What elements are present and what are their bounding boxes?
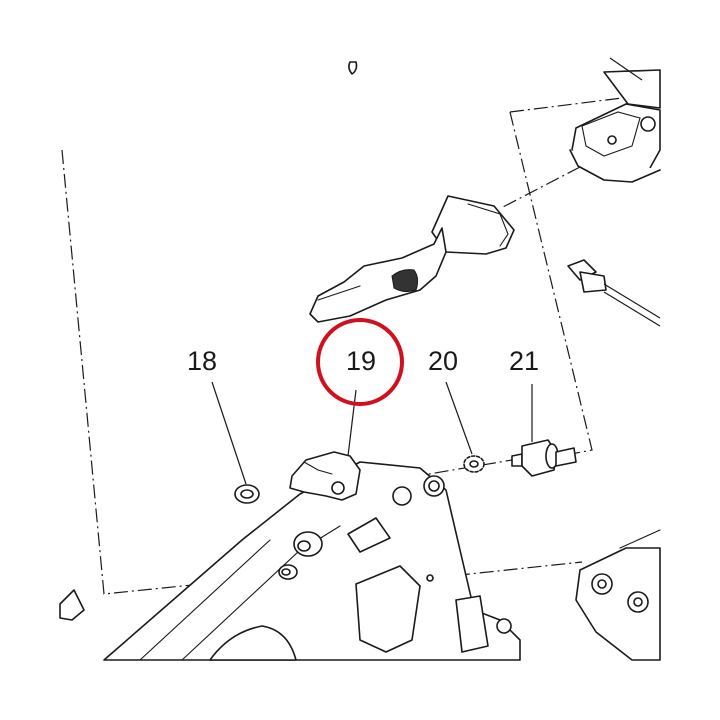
leader-18 <box>211 381 247 485</box>
highlight-circle <box>316 318 404 406</box>
callout-20: 20 <box>428 346 458 376</box>
left-fragment <box>59 589 85 621</box>
wire-connector <box>567 259 661 327</box>
turn-indicator <box>309 195 515 323</box>
mount-bracket <box>569 57 661 183</box>
callout-19: 19 <box>346 346 376 376</box>
frame-mount-points <box>278 531 323 580</box>
callout-21: 21 <box>509 346 539 376</box>
lower-right-bracket <box>575 529 661 661</box>
leader-20 <box>445 381 473 455</box>
callout-leaders <box>211 381 533 485</box>
clip-fragment <box>348 61 358 75</box>
guide-line-left <box>61 149 291 595</box>
callout-labels: 18 19 20 21 <box>187 346 539 376</box>
guide-line-top <box>509 95 639 113</box>
frame-structure <box>103 461 521 661</box>
frame-bolt-upper <box>392 486 412 506</box>
part-18-nut <box>234 484 260 504</box>
guide-line-indicator <box>502 166 581 208</box>
part-21-damper <box>511 439 577 477</box>
leader-19 <box>347 389 357 457</box>
part-19-indicator-bracket <box>289 451 361 501</box>
part-20-lock-washer <box>463 455 485 473</box>
callout-18: 18 <box>187 346 217 376</box>
